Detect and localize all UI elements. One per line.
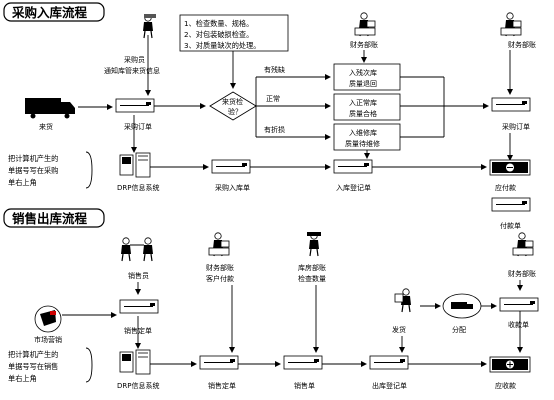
- payable-icon: [489, 159, 531, 176]
- market-label: 市场营销: [34, 335, 62, 344]
- payable-label: 应付款: [495, 183, 516, 192]
- sales-title-frame: [3, 208, 105, 228]
- sales-order-2-label: 销售定单: [208, 381, 236, 390]
- repair-box-line-2: 质量待维修: [345, 139, 380, 148]
- sales-drp-system-icon: [119, 349, 151, 375]
- sales-note-line-1: 把计算机产生的: [8, 350, 58, 359]
- finance-right-sales-desk-icon: [513, 233, 533, 256]
- finance-right-label: 财务部账: [508, 40, 536, 49]
- customer-icon: [142, 237, 154, 262]
- drp-system-icon: [119, 152, 151, 178]
- distribution-icon: [442, 293, 482, 319]
- purchase-title-frame: [3, 2, 105, 22]
- purchase-order-right-label: 采购订单: [502, 122, 530, 131]
- inspection-decision: [209, 91, 257, 121]
- normal-box-line-1: 入正常库: [349, 98, 377, 107]
- finance-mid-label-1: 财务部账: [206, 263, 234, 272]
- repair-stock-box: [333, 123, 401, 151]
- normal-box-line-2: 质量合格: [349, 109, 377, 118]
- purchase-inbound-label: 采购入库单: [215, 183, 250, 192]
- buyer-note: 通知库管来货信息: [104, 66, 160, 75]
- finance-mid-desk-icon: [209, 233, 229, 256]
- branch-defective-label: 有残缺: [264, 65, 285, 74]
- buyer-icon: [142, 14, 156, 39]
- purchase-order-doc: [115, 98, 155, 113]
- outbound-register-label: 出库登记单: [372, 381, 407, 390]
- purchase-order-label: 采购订单: [124, 122, 152, 131]
- distribute-label: 分配: [452, 325, 466, 334]
- sales-title: 销售出库流程: [12, 211, 88, 226]
- truck-icon: [25, 98, 75, 119]
- market-icon: [34, 305, 62, 333]
- incoming-label: 来货: [39, 122, 53, 131]
- finance-right-desk-icon: [501, 13, 521, 36]
- buyer-label: 采购员: [124, 55, 145, 64]
- purchase-section: 采购入库流程 1、检查数量、规格。 2、对包装破损检查。 3、对质量缺次的处理。…: [3, 2, 536, 230]
- sales-order-doc: [119, 299, 159, 314]
- sales-note-line-3: 单右上角: [8, 374, 37, 383]
- warehouse-clerk-icon: [307, 232, 321, 257]
- sales-note-line-2: 单据号写在销售: [8, 362, 58, 371]
- receipt-label: 收款单: [508, 320, 529, 329]
- sales-sheet-doc: [283, 355, 323, 370]
- branch-damaged-label: 有折损: [264, 125, 285, 134]
- finance-mid-label-2: 客户付款: [206, 274, 234, 283]
- decision-line-1: 来货检: [222, 97, 243, 106]
- notice-line-1: 1、检查数量、规格。: [184, 19, 253, 28]
- notice-line-2: 2、对包装破损检查。: [184, 30, 253, 39]
- salesman-label: 销售员: [128, 271, 149, 280]
- finance-top-label: 财务部账: [350, 40, 378, 49]
- purchase-note-line-2: 单据号写在采购: [8, 166, 58, 175]
- warehouse-label-1: 库房部账: [298, 263, 326, 272]
- inspection-notice-box: [179, 14, 289, 52]
- ship-worker-icon: [394, 288, 412, 313]
- defective-box-line-1: 入残次库: [349, 68, 377, 77]
- receivable-icon: [489, 356, 531, 373]
- repair-box-line-1: 入维修库: [349, 128, 377, 137]
- salesman-icon: [120, 237, 132, 262]
- receivable-label: 应收款: [495, 381, 516, 390]
- purchase-note-line-3: 单右上角: [8, 178, 37, 187]
- notice-line-3: 3、对质量缺次的处理。: [184, 41, 260, 50]
- purchase-title: 采购入库流程: [11, 5, 88, 20]
- payment-doc-label: 付款单: [500, 221, 521, 230]
- defective-box-line-2: 质量退回: [349, 79, 377, 88]
- finance-right-sales-label: 财务部账: [508, 269, 536, 278]
- outbound-register-doc: [369, 355, 409, 370]
- purchase-note-line-1: 把计算机产生的: [8, 154, 58, 163]
- decision-line-2: 验？: [228, 107, 242, 116]
- ship-label: 发货: [392, 325, 406, 334]
- drp-system-label: DRP信息系统: [117, 183, 159, 192]
- warehouse-label-2: 检查数量: [298, 274, 326, 283]
- sales-order-2-doc: [199, 355, 239, 370]
- payment-doc: [491, 197, 531, 212]
- purchase-order-right-doc: [491, 97, 531, 112]
- defective-stock-box: [333, 63, 401, 91]
- sales-drp-system-label: DRP信息系统: [117, 381, 159, 390]
- normal-stock-box: [333, 93, 401, 121]
- sales-sheet-label: 销售单: [294, 381, 315, 390]
- finance-desk-icon: [355, 13, 375, 36]
- receipt-doc: [499, 297, 539, 312]
- purchase-inbound-doc: [211, 159, 251, 174]
- inbound-register-doc: [333, 159, 373, 174]
- inbound-register-label: 入库登记单: [336, 183, 371, 192]
- sales-section: 销售出库流程 销售员 财务部账 客户付款 库房部账 检查数量 财务部账 市场营销: [3, 208, 539, 390]
- branch-normal-label: 正常: [266, 94, 280, 103]
